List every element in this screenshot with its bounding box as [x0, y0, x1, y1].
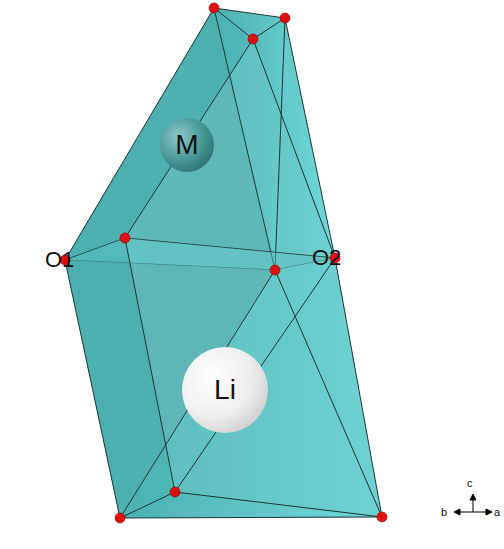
atom-label: M [175, 131, 198, 159]
metal-atom: M [160, 118, 214, 172]
oxygen-label: O1 [45, 249, 74, 271]
axis-label: c [467, 478, 473, 489]
oxygen-label: O2 [312, 247, 341, 269]
axis-label: a [494, 507, 500, 518]
lithium-atom: Li [182, 347, 268, 433]
atom-label: Li [214, 376, 236, 404]
axis-label: b [441, 507, 447, 518]
